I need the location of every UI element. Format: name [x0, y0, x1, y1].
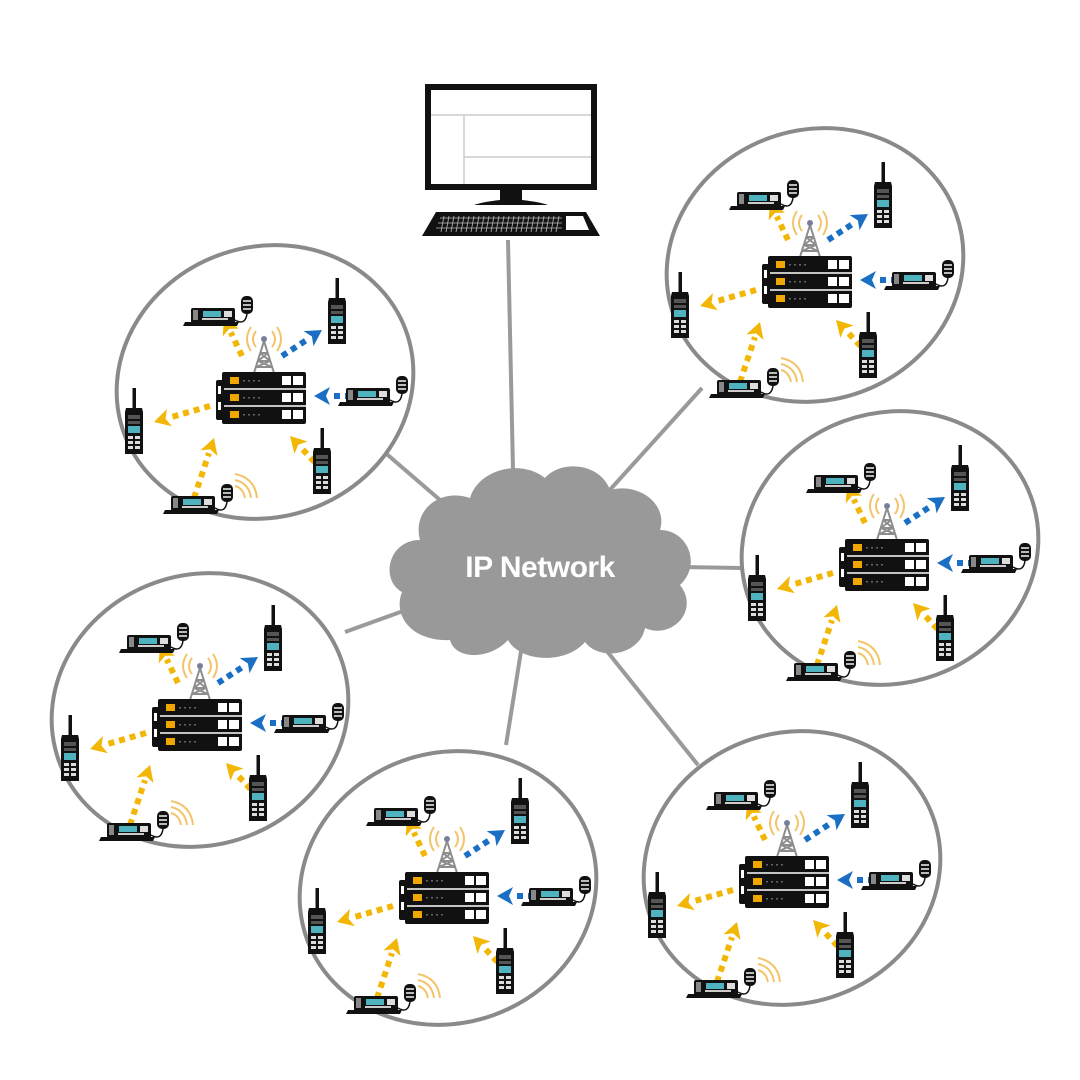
outbound-arrow-left: [154, 403, 211, 427]
outbound-arrow-left: [777, 570, 834, 594]
desktop-computer-icon: [422, 84, 600, 236]
link-site-5: [504, 644, 524, 746]
site-right: [739, 409, 1041, 687]
inbound-arrow-bottom-left: [737, 322, 764, 383]
link-site-6: [596, 638, 700, 767]
link-site-1: [380, 448, 442, 502]
site-upper-right: [664, 126, 966, 404]
cloud-label: IP Network: [465, 551, 615, 584]
outbound-arrow-top-right: [803, 814, 845, 843]
link-computer: [506, 239, 515, 471]
outbound-arrow-top-right: [216, 657, 258, 686]
inbound-arrow-bottom-left: [374, 938, 401, 999]
repeater-server-icon: [838, 538, 930, 592]
outbound-arrow-left: [337, 903, 394, 927]
inbound-arrow-bottom-left: [814, 605, 841, 666]
link-site-3: [679, 565, 743, 570]
repeater-server-icon: [151, 698, 243, 752]
outbound-arrow-top-right: [463, 830, 505, 859]
outbound-arrow-top-right: [826, 214, 868, 243]
outbound-arrow-left: [700, 287, 757, 311]
outbound-arrow-left: [677, 887, 734, 911]
site-left: [49, 571, 351, 849]
site-bottom-center: [297, 749, 599, 1027]
repeater-server-icon: [398, 871, 490, 925]
network-links: [344, 239, 743, 767]
link-site-2: [606, 386, 704, 494]
outbound-arrow-top-right: [903, 497, 945, 526]
ip-network-cloud: IP Network: [389, 466, 691, 658]
repeater-server-icon: [761, 255, 853, 309]
inbound-arrow-bottom-left: [191, 438, 218, 499]
site-bottom-right: [641, 729, 943, 1007]
outbound-arrow-left: [90, 730, 147, 754]
repeater-server-icon: [215, 371, 307, 425]
inbound-arrow-bottom-left: [714, 922, 741, 983]
outbound-arrow-top-right: [280, 330, 322, 359]
inbound-arrow-bottom-left: [127, 765, 154, 826]
site-upper-left: [114, 243, 416, 521]
repeater-server-icon: [738, 855, 830, 909]
